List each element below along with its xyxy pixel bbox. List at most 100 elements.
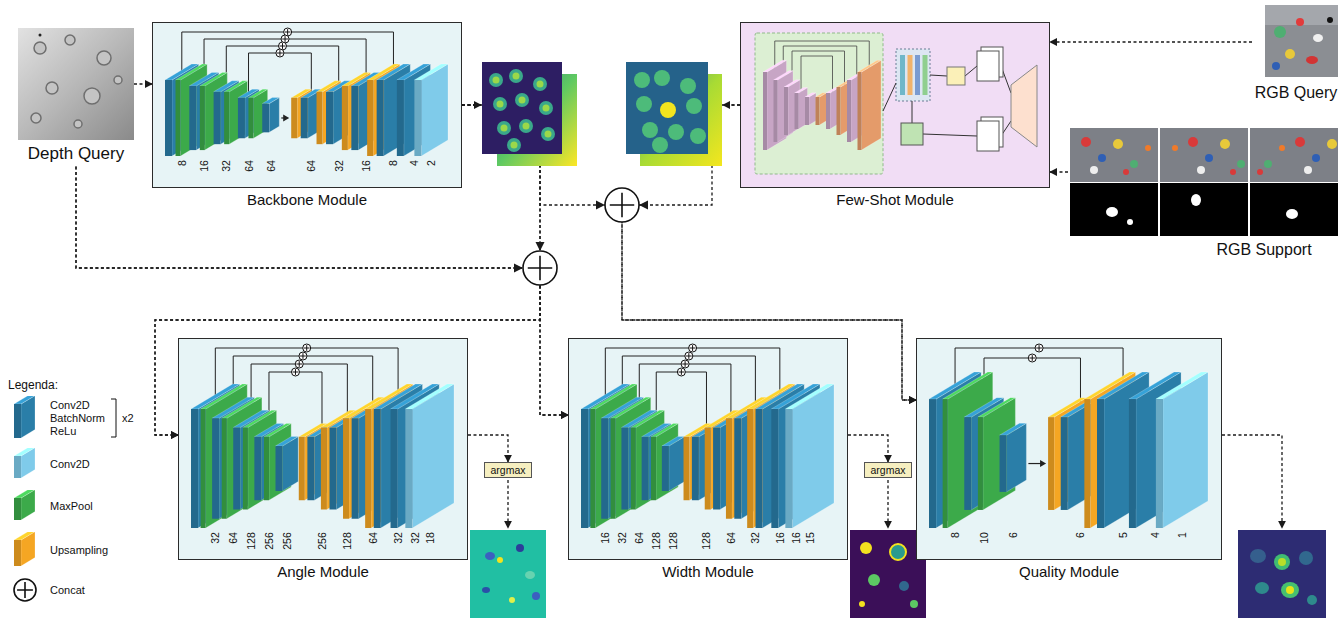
image-panel: RGB Support [1068,128,1340,259]
feature-map [482,62,562,154]
output-blob [868,574,880,586]
feature-blob [543,105,550,112]
legend-box: Legenda:Conv2D BatchNorm ReLux2Conv2DMax… [6,378,156,614]
module-box: Few-Shot Module [740,22,1050,209]
pool-layer [224,81,247,144]
feature-blob [501,125,508,132]
conv-layer [929,399,936,528]
inner-panel [755,33,883,174]
conv-layer [351,86,358,150]
channel-count: 32 [392,532,404,544]
legend-item: Conv2D BatchNorm ReLux2 [6,396,154,440]
skip-connection [226,46,338,86]
up-layer [365,409,371,528]
conv-layer [621,428,628,510]
legend-swatch [14,498,21,520]
arrowhead [283,114,289,121]
conv-layer [601,418,608,518]
pool-layer [943,399,948,528]
output-blob [509,597,515,603]
repeat-count: x2 [122,412,134,425]
scene-object [1312,154,1320,162]
conv-layer [1000,423,1027,435]
module-title: Backbone Module [152,191,462,209]
output-blob [1278,558,1286,566]
up-layer [726,418,732,518]
scene-object [1257,169,1263,175]
pool-layer [651,423,678,436]
up-layer [342,86,348,150]
support-mask [1250,183,1338,236]
conv-layer [262,98,279,133]
feature-blob [489,73,503,87]
network-illustration [179,339,466,558]
dashed-arrow [462,104,481,105]
output-blob [1299,551,1313,565]
out-layer [1156,372,1208,399]
rgb-image [1265,5,1338,25]
mini-layer [774,71,794,80]
feature-map [626,62,708,154]
image-panel: RGB Query [1252,5,1340,102]
feature-blob [690,128,706,144]
scene-object [1230,169,1236,175]
scene-object [1327,17,1333,23]
legend-swatch [6,448,44,480]
legend-swatch [6,576,44,604]
arrowhead [1040,460,1046,467]
up-layer [321,428,327,510]
mini-layer [816,97,820,125]
legend-title: Legenda: [8,378,58,392]
pool-layer [224,92,229,144]
feature-blob [541,127,555,141]
output-map [470,530,546,618]
mini-layer [862,60,882,150]
scene-object [1172,145,1178,151]
channel-count: 64 [367,532,379,544]
out-layer [785,409,792,528]
support-image [1160,128,1248,182]
mini-layer [784,80,800,87]
output-blob [482,587,490,593]
concat-symbol [681,360,689,368]
depth-object [31,113,41,123]
concat-symbol [285,29,291,35]
legend-swatch [14,396,35,404]
legend-swatch [6,490,44,522]
channel-count: 4 [408,160,420,166]
connector-arrow [1050,171,1068,172]
conv-layer [275,437,298,491]
image-caption: Depth Query [18,144,134,164]
channel-count: 128 [341,532,353,550]
legend-item: Concat [6,576,154,604]
channel-count: 64 [242,160,254,172]
out-layer [1156,372,1208,528]
conv-layer [233,428,240,510]
conv-layer [262,98,279,104]
conv-layer [662,446,669,491]
feature-panel [896,49,930,101]
up-layer [343,418,349,518]
feature-blob [497,101,504,108]
legend-text: Concat [50,584,85,597]
channel-count: 32 [749,532,761,544]
output-blob [497,557,503,563]
support-mask [1070,183,1158,236]
mini-layer [809,93,816,125]
conv-layer [771,409,778,528]
mini-layer [858,60,882,150]
feature-blob [680,78,696,94]
scene-object [1327,139,1337,149]
channel-count: 32 [333,160,345,172]
small-block [977,121,999,151]
operation-box: argmax [864,462,911,478]
scene-object [1313,34,1323,42]
output-blob [890,544,906,560]
conv-layer [1129,399,1136,528]
conv-layer [1061,417,1068,510]
flow-line [912,101,913,123]
mini-layer [784,80,800,135]
arrowhead [514,264,523,273]
concat-symbol [690,345,696,351]
feature-blob [686,98,702,114]
